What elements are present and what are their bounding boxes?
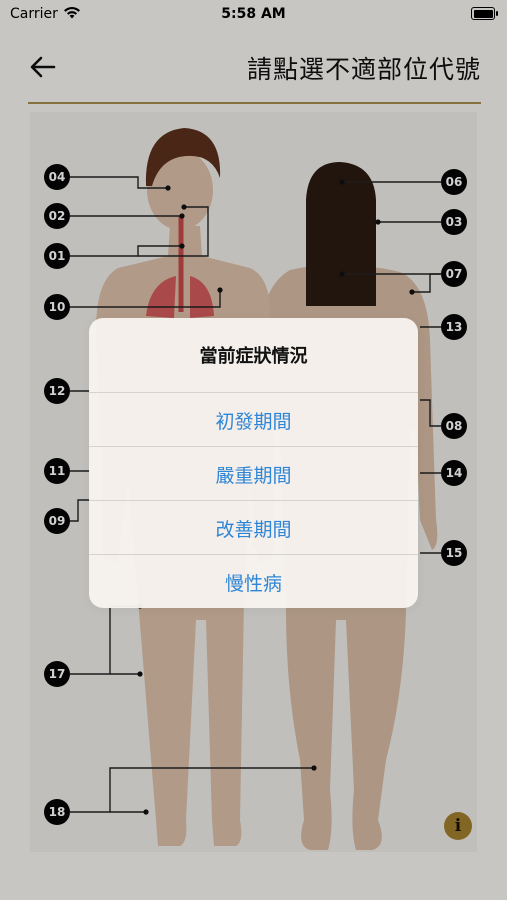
- carrier-label: Carrier: [10, 6, 58, 22]
- symptom-status-sheet: 當前症狀情況 初發期間 嚴重期間 改善期間 慢性病: [89, 318, 418, 608]
- body-part-18[interactable]: 18: [44, 799, 70, 825]
- body-part-01[interactable]: 01: [44, 243, 70, 269]
- body-part-09[interactable]: 09: [44, 508, 70, 534]
- body-part-03[interactable]: 03: [441, 209, 467, 235]
- option-chronic[interactable]: 慢性病: [89, 554, 418, 608]
- info-icon[interactable]: i: [444, 812, 472, 840]
- body-part-10[interactable]: 10: [44, 294, 70, 320]
- option-severe[interactable]: 嚴重期間: [89, 446, 418, 501]
- female-hair: [306, 162, 376, 306]
- battery-icon: [471, 7, 498, 20]
- clock: 5:58 AM: [221, 6, 286, 22]
- body-part-06[interactable]: 06: [441, 169, 467, 195]
- body-part-02[interactable]: 02: [44, 203, 70, 229]
- body-part-04[interactable]: 04: [44, 164, 70, 190]
- body-part-12[interactable]: 12: [44, 378, 70, 404]
- body-part-17[interactable]: 17: [44, 661, 70, 687]
- body-part-07[interactable]: 07: [441, 261, 467, 287]
- male-hair: [145, 128, 221, 186]
- page-title: 請點選不適部位代號: [246, 55, 481, 84]
- navigation-bar: 請點選不適部位代號: [0, 28, 507, 106]
- body-part-08[interactable]: 08: [441, 413, 467, 439]
- body-part-14[interactable]: 14: [441, 460, 467, 486]
- sheet-title: 當前症狀情況: [199, 346, 308, 367]
- back-button[interactable]: [26, 50, 60, 84]
- body-part-11[interactable]: 11: [44, 458, 70, 484]
- title-divider: [28, 102, 481, 104]
- option-improving[interactable]: 改善期間: [89, 500, 418, 555]
- option-initial-onset[interactable]: 初發期間: [89, 392, 418, 447]
- back-arrow-icon: [30, 56, 56, 78]
- status-bar: Carrier 5:58 AM: [0, 0, 507, 28]
- wifi-icon: [64, 6, 80, 19]
- body-part-15[interactable]: 15: [441, 540, 467, 566]
- body-part-13[interactable]: 13: [441, 314, 467, 340]
